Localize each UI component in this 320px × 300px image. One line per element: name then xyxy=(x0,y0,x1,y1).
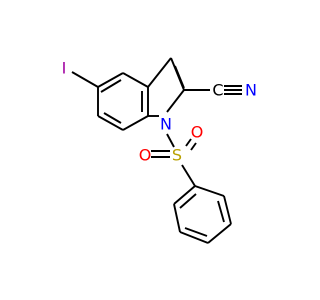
atom-nitrogen-nitrile: N xyxy=(245,81,257,100)
bond-c4-c5-inner xyxy=(100,79,122,93)
bond-ph-2-3-inner xyxy=(217,200,225,223)
bond-ph-4-5-inner xyxy=(184,227,208,237)
bond-ph-4-5 xyxy=(179,231,209,244)
atom-oxygen-right: O xyxy=(191,123,204,142)
atom-oxygen-left: O xyxy=(139,146,152,165)
bond-c7-c7a xyxy=(122,115,149,131)
bond-ph-6-1 xyxy=(173,185,196,205)
atom-sulfur: S xyxy=(172,146,182,165)
bond-c6-c7-inner xyxy=(103,112,122,124)
bond-ph-5-6 xyxy=(173,203,181,233)
bond-c3a-c4 xyxy=(122,72,149,88)
atom-nitrogen-indole: N xyxy=(160,115,172,134)
bond-c4-c5 xyxy=(97,72,124,88)
atom-label-layer: I N C N S O O xyxy=(62,59,257,165)
bond-layer xyxy=(71,57,242,244)
bond-n1-sulfur xyxy=(166,133,175,148)
bond-ph-3-4 xyxy=(207,223,232,244)
bond-c2-n1 xyxy=(166,89,185,113)
atom-iodine: I xyxy=(62,59,67,78)
atom-carbon-nitrile: C xyxy=(212,81,223,100)
bond-c3a-c3 xyxy=(147,57,172,88)
bond-c6-c7 xyxy=(97,115,124,131)
molecule-structure: I N C N S O O xyxy=(62,57,257,244)
bond-s-o-right-a xyxy=(185,138,192,147)
bond-s-o-right-b xyxy=(190,142,197,151)
bond-sulfur-phenyl xyxy=(181,164,196,187)
bond-c3-c2-inner xyxy=(174,65,185,89)
bond-ph-6-1-inner xyxy=(179,193,197,209)
bond-c5-iodine xyxy=(71,71,99,88)
bond-ph-2-3 xyxy=(223,195,232,225)
bond-ph-1-2 xyxy=(194,185,225,197)
